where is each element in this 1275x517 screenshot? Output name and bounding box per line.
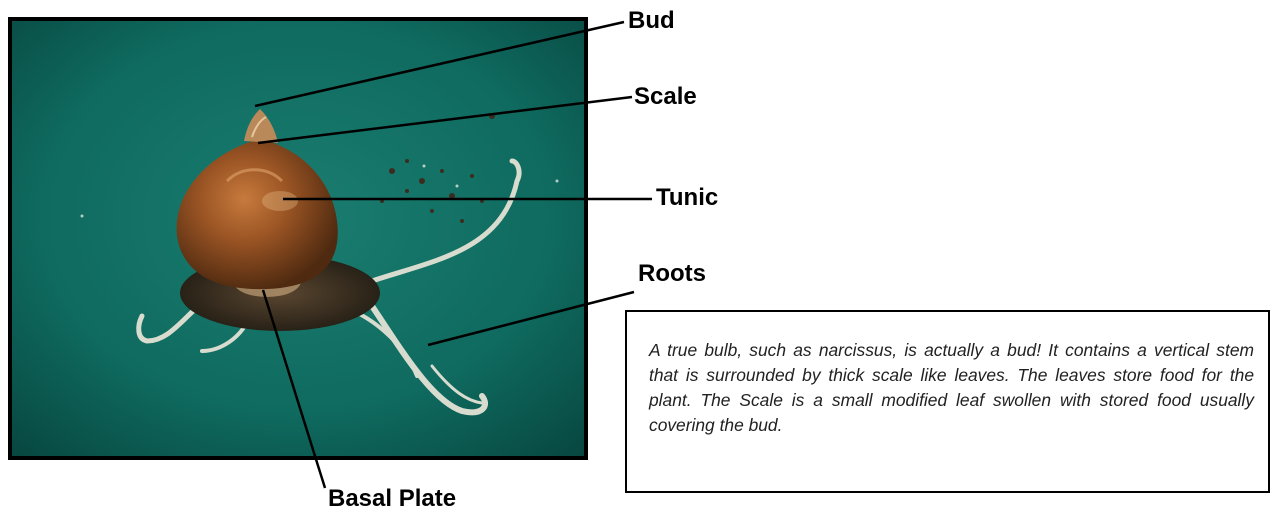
description-text: A true bulb, such as narcissus, is actua… <box>649 338 1254 438</box>
label-roots: Roots <box>638 262 706 286</box>
label-tunic: Tunic <box>656 186 718 210</box>
bulb-illustration <box>12 21 584 456</box>
description-box: A true bulb, such as narcissus, is actua… <box>625 310 1270 493</box>
label-basal-plate: Basal Plate <box>328 487 456 511</box>
label-bud: Bud <box>628 9 675 33</box>
label-scale: Scale <box>634 85 697 109</box>
bulb-photo <box>8 17 588 460</box>
